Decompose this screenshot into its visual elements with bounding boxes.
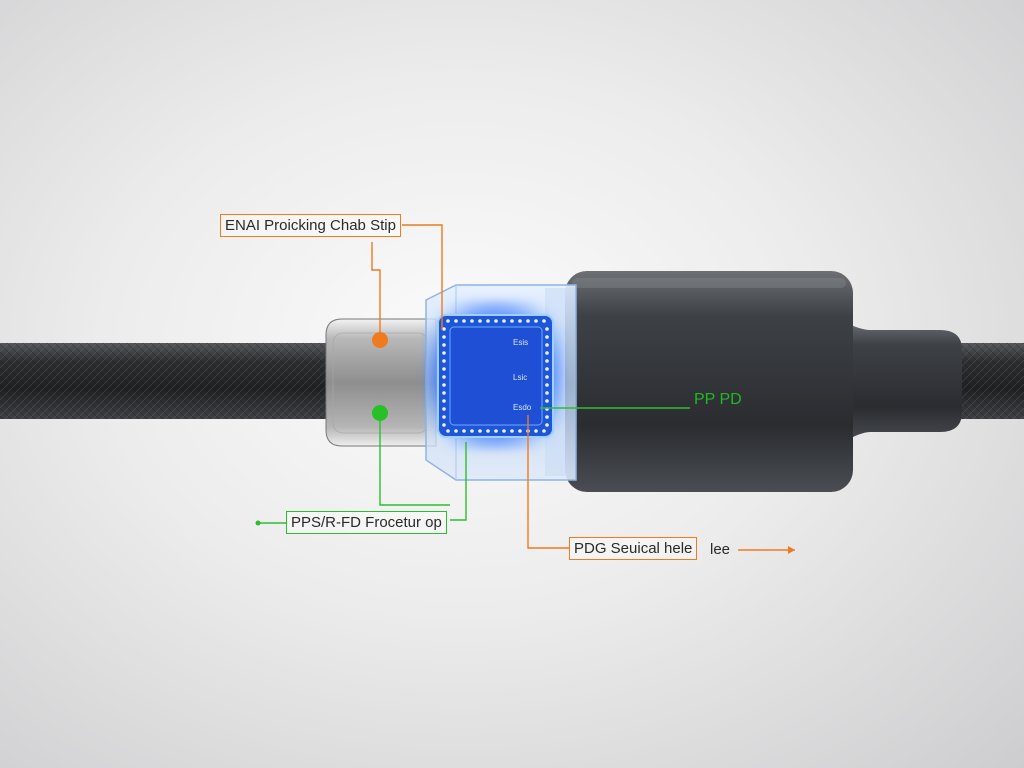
chip-pin-43 <box>545 391 549 395</box>
chip-pin-0 <box>446 319 450 323</box>
chip-mark-3: Esdo <box>513 403 532 412</box>
chip-pin-30 <box>442 343 446 347</box>
chip-pin-48 <box>442 415 446 419</box>
chip-pin-6 <box>470 319 474 323</box>
chip-pin-7 <box>470 429 474 433</box>
callout-right-bottom: PDG Seuical hele <box>569 537 698 560</box>
chip-pin-2 <box>454 319 458 323</box>
chip-mark-1: Esis <box>513 338 528 347</box>
chip-pin-32 <box>442 351 446 355</box>
strain-relief <box>840 320 962 444</box>
chip-pin-12 <box>494 319 498 323</box>
chip-pin-19 <box>518 429 522 433</box>
chip-pin-49 <box>545 415 549 419</box>
chip-pin-17 <box>510 429 514 433</box>
arrow-dot-icon <box>255 520 261 526</box>
chip-pin-42 <box>442 391 446 395</box>
green-dot-icon <box>372 405 388 421</box>
chip-pin-45 <box>545 399 549 403</box>
chip-pin-26 <box>442 327 446 331</box>
callout-top: ENAI Proicking Chab Stip <box>220 214 401 237</box>
chip-pin-28 <box>442 335 446 339</box>
chip-pin-14 <box>502 319 506 323</box>
chip-pin-11 <box>486 429 490 433</box>
chip-pin-39 <box>545 375 549 379</box>
chip-pin-29 <box>545 335 549 339</box>
cable-left <box>0 343 335 419</box>
callout-right-bottom-extra: lee <box>710 541 731 558</box>
chip-pin-20 <box>526 319 530 323</box>
chip-pin-16 <box>510 319 514 323</box>
chip-pin-37 <box>545 367 549 371</box>
chip-pin-44 <box>442 399 446 403</box>
chip-pin-4 <box>462 319 466 323</box>
chip-pin-51 <box>545 423 549 427</box>
chip-pin-1 <box>446 429 450 433</box>
chip-pin-10 <box>486 319 490 323</box>
chip-pin-18 <box>518 319 522 323</box>
chip-pin-22 <box>534 319 538 323</box>
chip-pin-3 <box>454 429 458 433</box>
chip-pin-35 <box>545 359 549 363</box>
chip-pin-33 <box>545 351 549 355</box>
chip-pin-38 <box>442 375 446 379</box>
chip-pin-25 <box>542 429 546 433</box>
chip-pin-34 <box>442 359 446 363</box>
chip-mark-2: Lsic <box>513 373 527 382</box>
chip-pin-15 <box>502 429 506 433</box>
chip-pin-9 <box>478 429 482 433</box>
chip-pin-27 <box>545 327 549 331</box>
chip-pin-36 <box>442 367 446 371</box>
chip-pin-5 <box>462 429 466 433</box>
chip-pin-40 <box>442 383 446 387</box>
arrow-head-icon <box>788 546 795 554</box>
chip-pin-46 <box>442 407 446 411</box>
chip-pin-41 <box>545 383 549 387</box>
chip-pin-13 <box>494 429 498 433</box>
orange-dot-icon <box>372 332 388 348</box>
chip-pin-24 <box>542 319 546 323</box>
chip-pin-8 <box>478 319 482 323</box>
chip-pins <box>442 319 549 433</box>
callout-left-bottom: PPS/R-FD Frocetur op <box>286 511 447 534</box>
callout-right: PP PD <box>694 391 742 408</box>
connector-housing <box>565 271 853 492</box>
chip-icon: Esis Lsic Esdo <box>425 300 565 450</box>
leader-lines <box>258 224 795 551</box>
chip-pin-50 <box>442 423 446 427</box>
chip-pin-31 <box>545 343 549 347</box>
chip-pin-23 <box>534 429 538 433</box>
